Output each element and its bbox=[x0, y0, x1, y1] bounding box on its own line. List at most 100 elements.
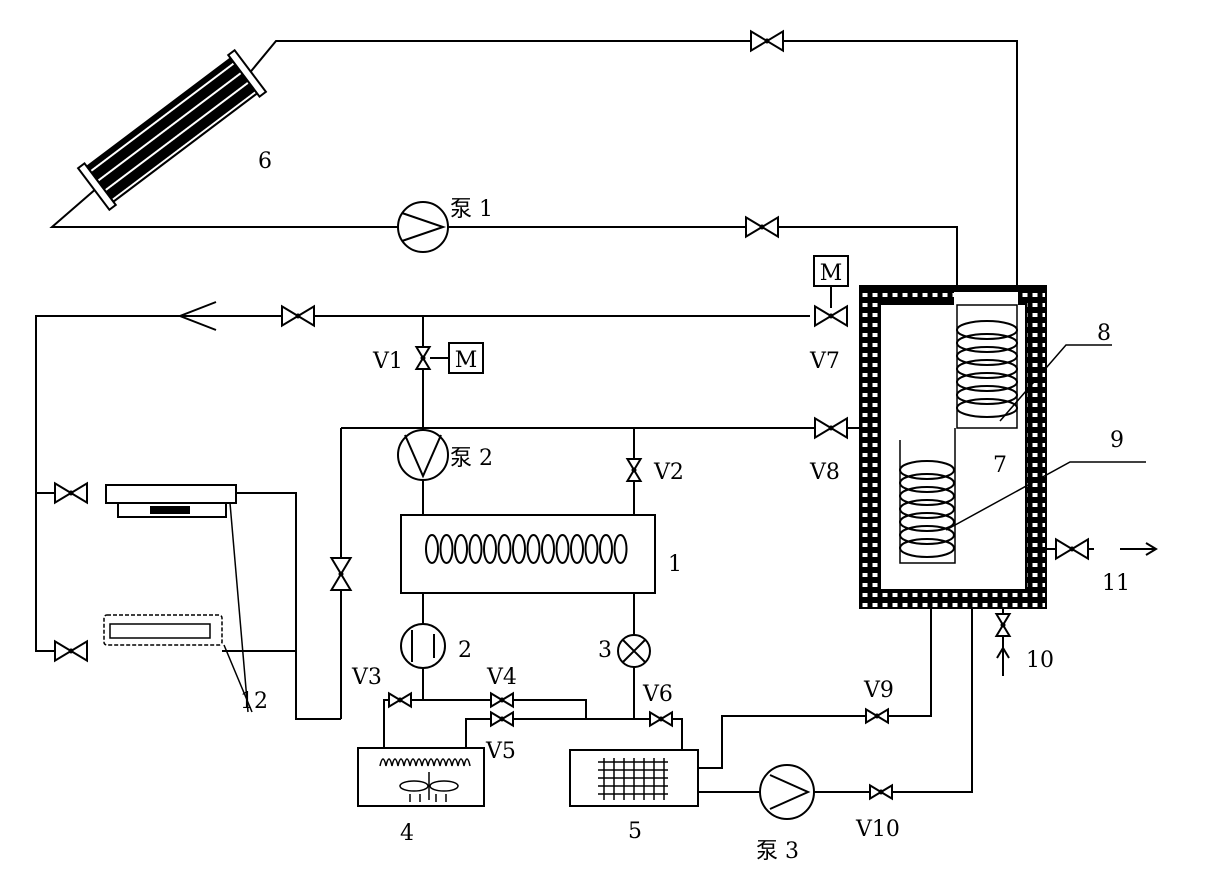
valve-v6-center bbox=[658, 716, 664, 722]
pump-icon bbox=[401, 212, 447, 242]
pump-3 bbox=[759, 764, 815, 820]
valve-fancoil-center bbox=[68, 490, 74, 496]
valve-v4-center bbox=[499, 697, 505, 703]
coil-turn bbox=[956, 333, 1018, 353]
coil-turn bbox=[526, 534, 541, 564]
label-pump3: 泵 3 bbox=[756, 839, 799, 864]
label-7: 7 bbox=[993, 453, 1007, 478]
expansion-valve-icon bbox=[622, 639, 646, 663]
compressor-2 bbox=[400, 623, 446, 669]
valve-v3-center bbox=[397, 697, 403, 703]
labels: 泵 1 泵 2 泵 3 V1 V2 V3 V4 V5 V6 V7 V8 V9 V… bbox=[240, 149, 1130, 864]
label-v10: V10 bbox=[855, 817, 900, 842]
coil-turn bbox=[956, 372, 1018, 392]
label-6: 6 bbox=[258, 149, 272, 174]
valve-top-collector-center bbox=[764, 38, 770, 44]
label-pump2: 泵 2 bbox=[450, 446, 493, 471]
coil-turn bbox=[454, 534, 468, 564]
label-2: 2 bbox=[458, 638, 472, 663]
coil-turn bbox=[483, 534, 497, 564]
valve-v8-center bbox=[828, 425, 834, 431]
radiator-unit bbox=[103, 614, 223, 646]
coil-turn bbox=[584, 534, 599, 564]
label-12: 12 bbox=[240, 689, 268, 714]
heat-exchanger-5 bbox=[569, 749, 699, 807]
pump-icon bbox=[404, 434, 442, 479]
label-v3: V3 bbox=[351, 665, 382, 690]
coil-turn bbox=[956, 320, 1018, 340]
label-1: 1 bbox=[668, 552, 682, 577]
label-v2: V2 bbox=[653, 460, 684, 485]
motor-actuator-v7: M bbox=[813, 255, 849, 308]
valve-radiator-center bbox=[68, 648, 74, 654]
fan-icon bbox=[399, 772, 459, 802]
coil-turn bbox=[899, 486, 955, 506]
condenser-coil-icon bbox=[425, 534, 628, 564]
coil-turn bbox=[956, 346, 1018, 366]
condenser-1 bbox=[400, 514, 656, 594]
label-5: 5 bbox=[628, 819, 642, 844]
label-11: 11 bbox=[1102, 571, 1130, 596]
label-pump1: 泵 1 bbox=[450, 197, 493, 222]
valve-11-center bbox=[1069, 546, 1075, 552]
motor-actuator-v1: M bbox=[430, 342, 484, 374]
label-v7: V7 bbox=[809, 349, 840, 374]
arrow-icon bbox=[1120, 542, 1158, 556]
valve-top-collector-icon[interactable] bbox=[750, 29, 784, 53]
valve-v7-center bbox=[828, 313, 834, 319]
coil-turn bbox=[512, 534, 526, 564]
valve-bypass-center bbox=[338, 571, 344, 577]
label-10: 10 bbox=[1026, 648, 1054, 673]
label-v8: V8 bbox=[809, 460, 840, 485]
expansion-valve-3 bbox=[617, 634, 651, 668]
arrow-icon bbox=[996, 646, 1010, 676]
valve-supply-center bbox=[295, 313, 301, 319]
label-v9: V9 bbox=[863, 678, 894, 703]
fan-coil-unit bbox=[105, 484, 237, 518]
label-8: 8 bbox=[1097, 321, 1111, 346]
coil-turn bbox=[570, 534, 584, 564]
valve-v5-center bbox=[499, 716, 505, 722]
coil-turn bbox=[425, 534, 439, 564]
valve-v2-center bbox=[631, 467, 637, 473]
coil-turn bbox=[899, 499, 955, 519]
label-3: 3 bbox=[598, 638, 612, 663]
valve-pump1-line-center bbox=[759, 224, 765, 230]
coil-turn bbox=[468, 534, 483, 564]
outdoor-unit-4 bbox=[357, 747, 485, 807]
label-9: 9 bbox=[1110, 428, 1124, 453]
coil-8-icon bbox=[954, 292, 1018, 429]
solar-collector bbox=[76, 48, 268, 212]
coil-turn bbox=[899, 473, 955, 493]
coil-turn bbox=[899, 525, 955, 545]
coil-turn bbox=[956, 385, 1018, 405]
valves bbox=[54, 29, 1089, 801]
valve-v9-center bbox=[874, 713, 880, 719]
valve-v10-center bbox=[878, 789, 884, 795]
coil-turn bbox=[541, 534, 555, 564]
pump-icon bbox=[769, 774, 811, 810]
label-v5: V5 bbox=[485, 739, 516, 764]
arrow-icon bbox=[177, 301, 217, 331]
coil-turn bbox=[899, 538, 955, 558]
arrows bbox=[177, 301, 1158, 676]
motor-label: M bbox=[820, 261, 843, 286]
coil-turn bbox=[956, 359, 1018, 379]
label-4: 4 bbox=[400, 821, 414, 846]
compressor-icon bbox=[411, 630, 435, 662]
coil-turn bbox=[899, 512, 955, 532]
coil-turn bbox=[599, 534, 613, 564]
pump-1 bbox=[397, 201, 449, 253]
label-v1: V1 bbox=[372, 349, 403, 374]
coil-turn bbox=[956, 398, 1018, 418]
coil-9-icon bbox=[899, 428, 956, 564]
coil-turn bbox=[613, 534, 628, 564]
label-v4: V4 bbox=[486, 665, 517, 690]
motor-label: M bbox=[455, 348, 478, 373]
valve-10-center bbox=[1000, 622, 1006, 628]
label-v6: V6 bbox=[642, 682, 673, 707]
valve-v1-center bbox=[420, 355, 426, 361]
storage-tank bbox=[859, 285, 1047, 609]
coil-turn bbox=[899, 460, 955, 480]
